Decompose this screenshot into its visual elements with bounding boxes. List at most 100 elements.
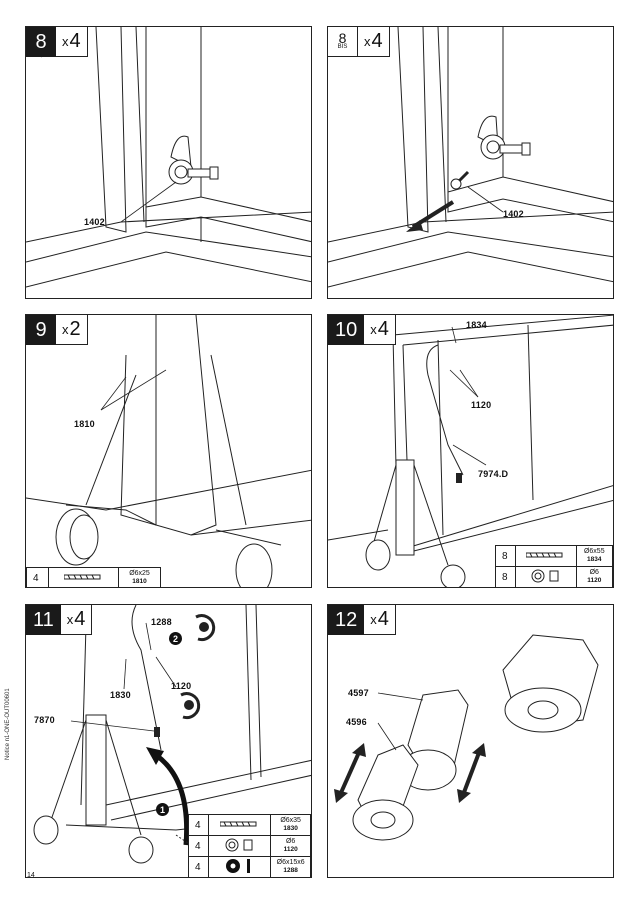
part-dimension: Ø6x15x6	[276, 859, 305, 866]
step-marker-1: 1	[156, 803, 169, 816]
part-icon-cell	[207, 835, 272, 857]
step-12-illustration	[334, 634, 599, 841]
handle-grip-icon	[352, 744, 419, 841]
part-quantity: 8	[495, 566, 516, 587]
wheel-icon	[55, 508, 273, 587]
step-9-illustration	[26, 315, 311, 587]
step-number: 12	[328, 605, 365, 635]
screw-icon	[525, 552, 563, 558]
part-icon-cell	[48, 567, 119, 587]
part-dimension: Ø6x25	[129, 570, 150, 577]
screw-icon	[63, 574, 100, 580]
rotate-icon	[195, 614, 216, 642]
part-code: 1288	[283, 867, 298, 874]
curved-arrow-icon	[146, 747, 190, 846]
callout-1120: 1120	[471, 400, 492, 410]
handle-grip-icon	[399, 689, 469, 791]
part-code: 1830	[283, 825, 298, 832]
callout-4597: 4597	[348, 688, 369, 698]
step-number: 11	[26, 605, 61, 635]
part-quantity: 4	[188, 856, 209, 877]
callout-1402: 1402	[503, 209, 524, 219]
handle-grip-icon	[502, 634, 599, 733]
callout-1830: 1830	[110, 690, 131, 700]
step-number: 8 BIS	[328, 27, 358, 57]
step-number: 9	[26, 315, 56, 345]
leg-frame-icon	[372, 459, 449, 566]
wheel-icon	[33, 815, 154, 864]
part-dimension: Ø6	[285, 838, 296, 845]
callout-1834: 1834	[466, 320, 487, 330]
document-reference: Notice n1-ONE-OUT00601	[5, 688, 11, 760]
arrow-icon	[406, 200, 455, 232]
part-quantity: 4	[188, 835, 209, 857]
double-arrow-icon	[457, 743, 486, 803]
page-number: 14	[27, 872, 35, 879]
step-suffix: BIS	[337, 44, 348, 50]
washer-icon	[225, 859, 250, 873]
nut-icon	[225, 838, 253, 852]
leg-frame-icon	[50, 714, 142, 836]
part-dimension: Ø6x55	[583, 548, 605, 555]
part-code: 1810	[132, 578, 147, 585]
nut-icon	[531, 569, 559, 583]
part-quantity: 8	[495, 545, 516, 567]
callout-1288: 1288	[151, 617, 172, 627]
callout-1402: 1402	[84, 217, 105, 227]
part-quantity: 4	[188, 814, 209, 836]
callout-7974-d: 7974.D	[478, 469, 509, 479]
callout-1810: 1810	[74, 419, 95, 429]
screw-icon	[450, 170, 470, 190]
step-11-illustration	[33, 605, 311, 864]
end-cap-icon	[456, 473, 462, 483]
part-quantity: 4	[26, 567, 49, 587]
step-10-illustration	[328, 315, 613, 587]
bracket-icon	[477, 115, 531, 160]
part-dimension: Ø6x35	[280, 817, 301, 824]
part-code: 1834	[587, 556, 602, 563]
part-icon-cell	[207, 856, 272, 877]
wheel-icon	[365, 539, 466, 587]
callout-7870: 7870	[34, 715, 55, 725]
bracket-icon	[168, 135, 219, 185]
step-number: 10	[328, 315, 365, 345]
rotate-icon	[180, 692, 201, 720]
part-icon-cell	[514, 545, 577, 567]
double-arrow-icon	[334, 743, 366, 803]
step-8-bis-illustration	[328, 27, 613, 288]
callout-4596: 4596	[346, 717, 367, 727]
part-dimension: Ø6	[589, 569, 599, 576]
step-8-illustration	[26, 27, 311, 288]
screw-icon	[219, 821, 257, 827]
part-code: 1120	[587, 577, 602, 584]
part-icon-cell	[514, 566, 577, 587]
step-marker-2: 2	[169, 632, 182, 645]
